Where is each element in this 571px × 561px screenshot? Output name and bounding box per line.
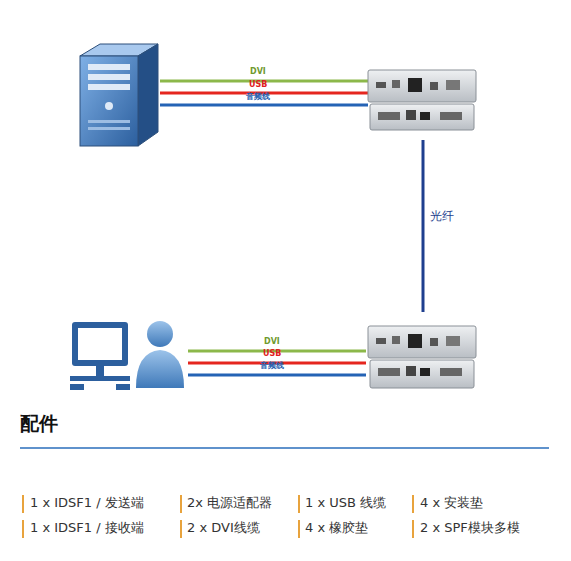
signal-label: DVI — [264, 338, 280, 347]
signal-label: DVI — [250, 68, 266, 77]
table-cell: 1 x USB 线缆 — [305, 496, 386, 510]
cables-bottom — [188, 351, 366, 375]
fiber-label: 光纤 — [430, 210, 454, 223]
signal-label: USB — [263, 350, 281, 359]
signal-label: USB — [249, 81, 267, 90]
receiver-unit — [368, 326, 476, 388]
signal-label: 音频线 — [246, 93, 270, 102]
cables-top — [160, 81, 368, 105]
table-cell: 2 x SPF模块多模 — [420, 521, 520, 535]
table-cell: 4 x 橡胶垫 — [305, 521, 368, 535]
signal-label: 音频线 — [260, 362, 284, 371]
table-cell: 1 x IDSF1 / 接收端 — [30, 521, 144, 535]
table-cell: 2 x DVI线缆 — [187, 521, 260, 535]
table-cell: 1 x IDSF1 / 发送端 — [30, 496, 144, 510]
fiber-line — [422, 140, 425, 312]
server-tower — [80, 44, 158, 146]
table-cell: 4 x 安装垫 — [420, 496, 483, 510]
section-title: 配件 — [20, 413, 58, 434]
section-rule — [20, 447, 549, 449]
table-cell: 2x 电源适配器 — [187, 496, 272, 510]
transmitter-unit — [368, 70, 476, 130]
user-workstation — [70, 321, 184, 390]
column-separators — [22, 495, 414, 538]
